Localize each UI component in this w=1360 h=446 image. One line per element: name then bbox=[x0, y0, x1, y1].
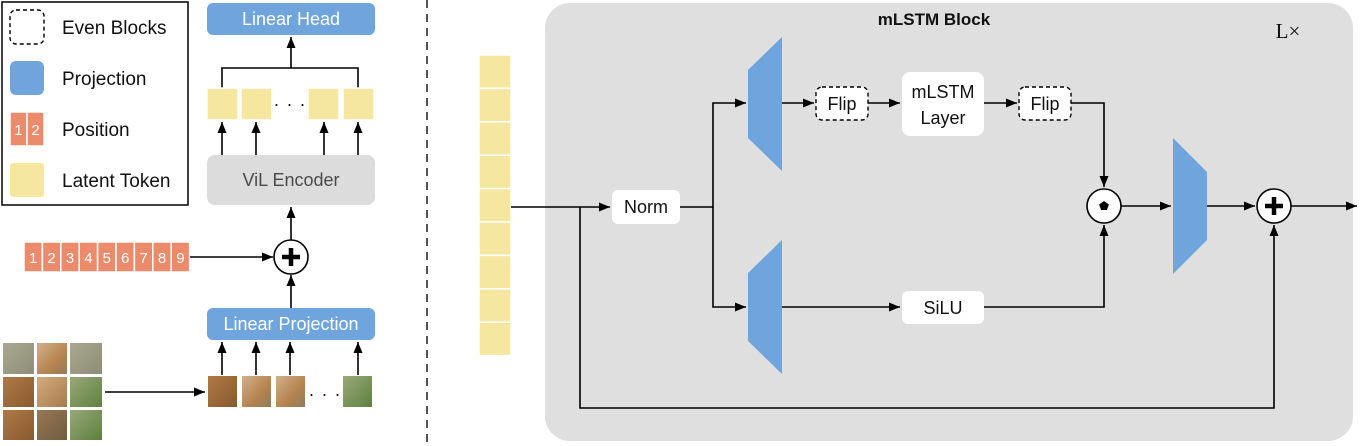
sequence-token bbox=[478, 121, 512, 156]
position-cell bbox=[170, 241, 191, 273]
input-image-cell bbox=[36, 409, 69, 440]
output-token bbox=[206, 87, 239, 121]
position-digit: 1 bbox=[29, 250, 37, 267]
norm-label: Norm bbox=[624, 197, 668, 217]
latent-token-swatch bbox=[10, 163, 44, 197]
sequence-token bbox=[478, 321, 512, 357]
position-digit: 2 bbox=[47, 250, 55, 267]
block-repeat-label: L× bbox=[1276, 19, 1301, 43]
output-token bbox=[342, 87, 375, 121]
even-blocks-swatch bbox=[9, 9, 45, 45]
input-image-cell bbox=[36, 376, 69, 409]
mlstm-layer-label-line1: mLSTM bbox=[912, 82, 975, 102]
legend-latent-token-label: Latent Token bbox=[62, 171, 170, 192]
position-swatch-digit: 1 bbox=[14, 122, 22, 139]
position-digit: 8 bbox=[158, 250, 166, 267]
down-projection bbox=[1173, 138, 1207, 274]
position-embeddings: 1 2 3 4 5 6 7 8 9 bbox=[23, 241, 191, 273]
legend-even-blocks-label: Even Blocks bbox=[62, 18, 167, 39]
input-image-cell bbox=[36, 343, 69, 376]
vil-overview: Linear Head · · · ViL Encoder bbox=[3, 3, 375, 440]
input-image-cell bbox=[3, 409, 36, 440]
linear-head-box bbox=[207, 3, 375, 35]
flip-before-label: Flip bbox=[827, 94, 856, 114]
position-digit: 6 bbox=[121, 250, 129, 267]
position-digit: 4 bbox=[84, 250, 92, 267]
image-patch bbox=[276, 376, 305, 407]
patch-grid-lines bbox=[3, 343, 102, 440]
flip-to-multiply-arrow bbox=[1071, 102, 1109, 187]
mlstm-layer-label-line2: Layer bbox=[920, 108, 965, 128]
position-digit: 9 bbox=[176, 250, 184, 267]
silu-box bbox=[902, 291, 984, 324]
upper-up-projection bbox=[748, 37, 782, 171]
output-latent-tokens: · · · bbox=[206, 87, 375, 121]
vil-encoder-label: ViL Encoder bbox=[242, 170, 339, 190]
input-image bbox=[3, 343, 102, 440]
plus-icon bbox=[1265, 197, 1283, 215]
add-operator bbox=[273, 239, 309, 275]
input-image-cell bbox=[3, 343, 36, 376]
sequence-token bbox=[478, 254, 512, 290]
plus-icon bbox=[282, 248, 300, 266]
output-token bbox=[307, 87, 340, 121]
position-digit: 3 bbox=[66, 250, 74, 267]
multiply-operator bbox=[1086, 188, 1122, 224]
image-patches: · · · bbox=[208, 376, 372, 407]
sequence-token bbox=[478, 288, 512, 323]
position-swatch-digit: 2 bbox=[31, 122, 39, 139]
input-image-cell bbox=[3, 376, 36, 409]
linear-head-label: Linear Head bbox=[242, 9, 340, 29]
lower-up-projection bbox=[748, 240, 782, 374]
norm-box bbox=[612, 190, 680, 224]
dot-product-icon bbox=[1099, 201, 1109, 210]
residual-add-operator bbox=[1256, 188, 1292, 224]
linear-projection-label: Linear Projection bbox=[223, 314, 358, 334]
position-swatch: 1 2 bbox=[9, 111, 45, 147]
mlstm-block-title: mLSTM Block bbox=[878, 10, 991, 29]
patches-ellipsis: · · · bbox=[309, 384, 342, 404]
projection-swatch bbox=[10, 61, 44, 95]
flip-after-label: Flip bbox=[1030, 94, 1059, 114]
legend-position-label: Position bbox=[62, 120, 130, 141]
sequence-token bbox=[478, 154, 512, 190]
sequence-token bbox=[478, 54, 512, 90]
input-image-cell bbox=[69, 376, 102, 409]
silu-to-multiply-arrow bbox=[984, 225, 1109, 308]
residual-connection bbox=[579, 207, 1279, 409]
sequence-token bbox=[478, 87, 512, 123]
mlstm-block-background bbox=[545, 3, 1353, 441]
mlstm-layer-box bbox=[902, 72, 984, 136]
legend-projection-label: Projection bbox=[62, 69, 147, 90]
input-image-cell bbox=[69, 343, 102, 376]
legend: Even Blocks Projection 1 2 Position Late… bbox=[1, 1, 189, 206]
norm-to-upper-projection bbox=[680, 98, 746, 208]
output-tokens-ellipsis: · · · bbox=[274, 94, 307, 114]
sequence-token bbox=[478, 221, 512, 257]
norm-to-lower-projection bbox=[712, 207, 746, 312]
token-pooling-bracket bbox=[221, 67, 359, 88]
sequence-token bbox=[478, 187, 512, 223]
silu-label: SiLU bbox=[923, 298, 962, 318]
linear-projection-box bbox=[207, 308, 375, 340]
mlstm-block: mLSTM Block L× Norm Flip mLSTM Layer Fli… bbox=[511, 3, 1357, 441]
position-digit: 5 bbox=[103, 250, 111, 267]
position-digit: 7 bbox=[139, 250, 147, 267]
input-image-cell bbox=[69, 409, 102, 440]
position-swatch-cell bbox=[26, 111, 45, 147]
input-token-sequence bbox=[478, 54, 512, 357]
image-patch bbox=[208, 376, 237, 407]
vil-encoder-box bbox=[207, 155, 375, 205]
output-token bbox=[240, 87, 273, 121]
image-patch bbox=[343, 376, 372, 407]
image-patch bbox=[242, 376, 271, 407]
